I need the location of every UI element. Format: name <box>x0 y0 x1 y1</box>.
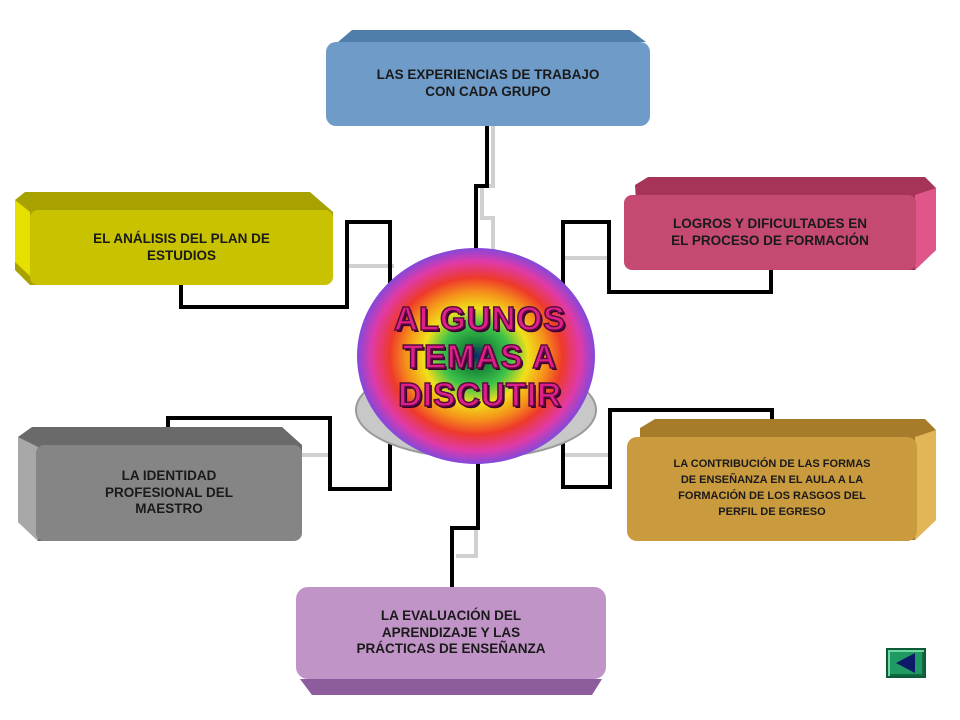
connector-lower-left <box>166 416 392 491</box>
topic-box-upper-left <box>15 192 333 285</box>
back-button[interactable] <box>886 648 926 678</box>
topic-box-lower-right <box>627 419 936 541</box>
topic-label-upper-right: LOGROS Y DIFICULTADES EN EL PROCESO DE F… <box>671 215 869 248</box>
topic-label-upper-left: EL ANÁLISIS DEL PLAN DE ESTUDIOS <box>93 230 270 263</box>
topic-label-bottom: LA EVALUACIÓN DEL APRENDIZAJE Y LAS PRÁC… <box>356 607 546 657</box>
connector-lines <box>166 123 774 590</box>
topic-label-top: LAS EXPERIENCIAS DE TRABAJO CON CADA GRU… <box>376 67 600 99</box>
connector-bottom-shadow <box>456 526 478 558</box>
topic-box-bottom <box>296 587 606 695</box>
connector-bottom <box>450 458 480 590</box>
topic-label-lower-left: LA IDENTIDAD PROFESIONAL DEL MAESTRO <box>104 467 233 517</box>
triangle-left-icon <box>896 653 915 673</box>
connector-upper-left <box>179 220 392 309</box>
topic-box-lower-left <box>18 427 302 541</box>
topic-box-upper-right <box>624 177 936 270</box>
center-oval <box>357 248 595 464</box>
topic-box-top <box>326 30 650 126</box>
connector-top <box>474 123 489 252</box>
connector-upper-right <box>561 220 773 294</box>
connector-lower-right <box>561 408 774 489</box>
center-title: ALGUNOS TEMAS A DISCUTIR <box>393 299 566 414</box>
connector-top-shadow <box>480 123 495 252</box>
topic-label-lower-right: LA CONTRIBUCIÓN DE LAS FORMAS DE ENSEÑAN… <box>673 458 871 518</box>
